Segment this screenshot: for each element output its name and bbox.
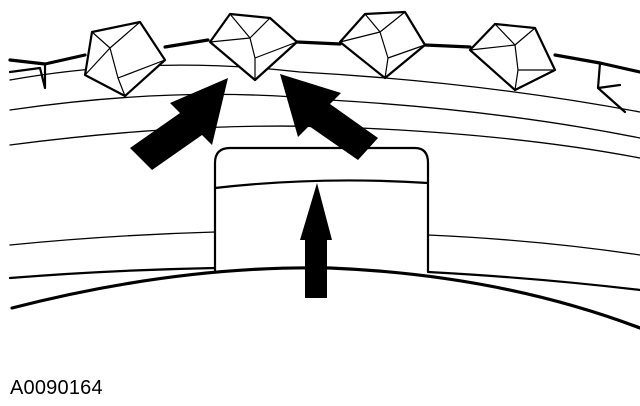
gem-2 [208,12,299,82]
arrow-left-pointer [130,78,228,170]
gem-4 [468,22,557,92]
arrow-up-pointer [300,183,332,298]
figure-id-label: A0090164 [10,377,103,399]
rim-right-notch [596,61,627,114]
gem-3 [338,10,427,80]
center-lug-outline [213,146,430,274]
arrow-right-pointer [280,74,378,160]
rim-left-notch [8,62,47,90]
inner-ring-upper [9,231,640,256]
inner-ring-lower [10,266,640,330]
center-lug-line [213,179,430,190]
gem-1 [83,20,167,98]
inner-ring-middle [8,266,640,292]
